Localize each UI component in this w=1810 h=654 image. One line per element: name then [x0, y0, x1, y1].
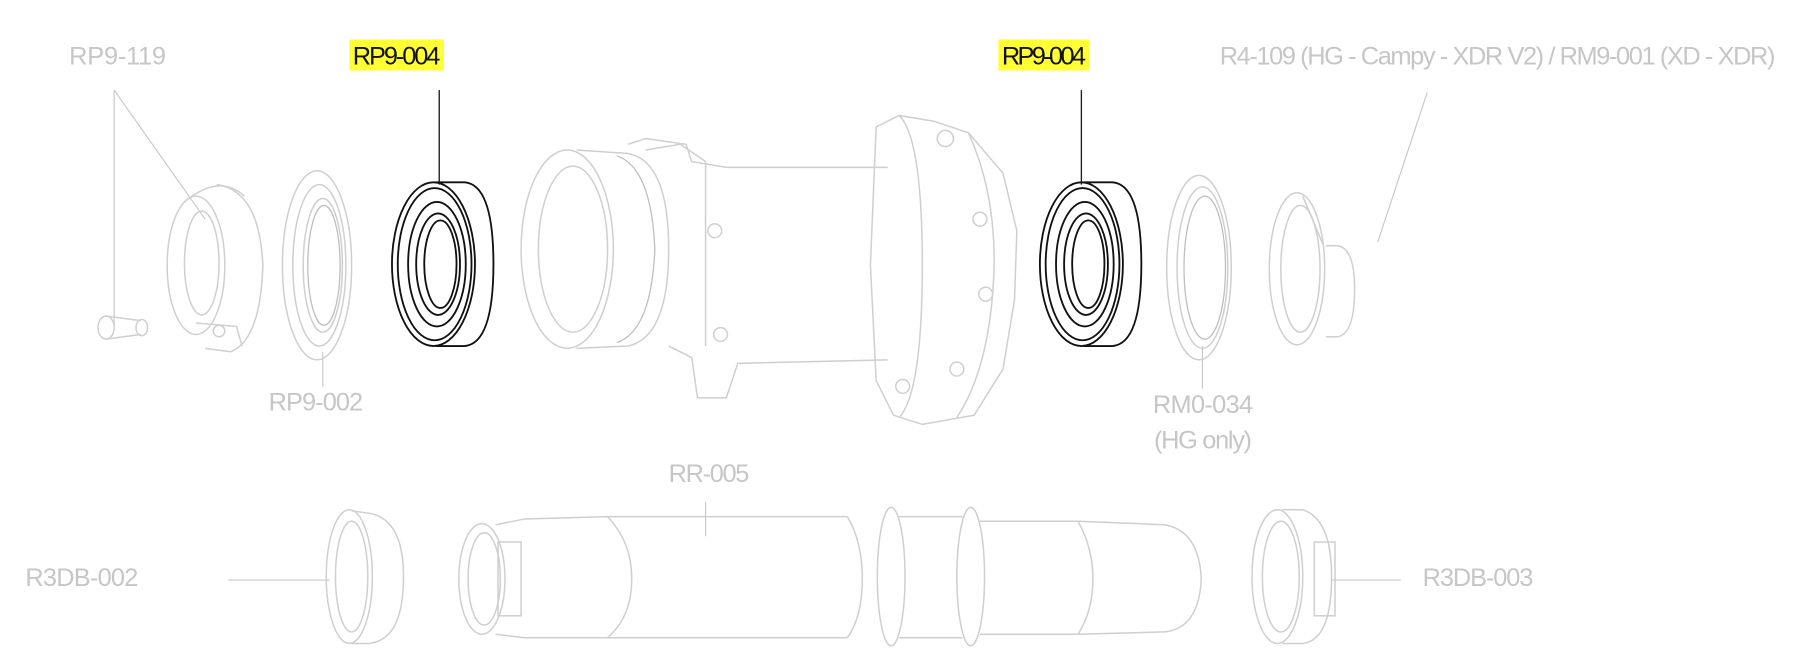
label-rr-005: RR-005 — [669, 460, 750, 488]
highlight-right — [998, 39, 1090, 71]
label-r3db-002: R3DB-002 — [25, 564, 138, 592]
label-hg-only: (HG only) — [1154, 427, 1252, 455]
part-rp9-119-cap — [166, 183, 264, 353]
part-r3db-003-endcap — [1251, 508, 1336, 645]
part-rp9-004-bearing-left — [391, 181, 495, 347]
part-rr-005-axle — [458, 506, 1203, 647]
highlight-left — [349, 39, 444, 71]
label-rp9-119: RP9-119 — [69, 43, 166, 71]
part-hub-shell — [520, 114, 1018, 426]
label-rp9-004-left: RP9-004 — [353, 43, 441, 71]
part-rm0-034-spacer — [1165, 174, 1233, 361]
part-r4-109-endcap — [1268, 191, 1356, 346]
part-rp9-004-bearing-right — [1038, 181, 1143, 347]
label-rp9-004-right: RP9-004 — [1002, 43, 1086, 71]
part-rp9-119-pin — [97, 315, 149, 340]
leader-lines — [113, 89, 1428, 581]
label-rp9-002: RP9-002 — [269, 389, 364, 417]
part-rp9-002-seal — [281, 170, 353, 361]
label-rm0-034: RM0-034 — [1153, 391, 1253, 419]
label-r3db-003: R3DB-003 — [1423, 564, 1534, 592]
label-r4-109: R4-109 (HG - Campy - XDR V2) / RM9-001 (… — [1220, 43, 1776, 71]
part-r3db-002-endcap — [325, 508, 405, 645]
